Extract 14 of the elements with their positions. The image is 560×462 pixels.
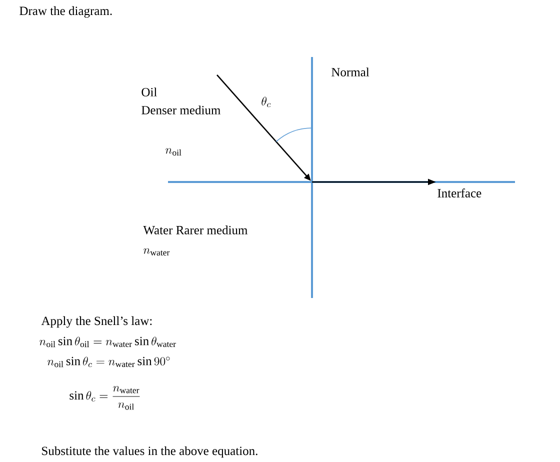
medium-label: Water Rarer medium	[143, 226, 248, 234]
medium-label: Oil	[142, 88, 157, 96]
instruction-text: Draw the diagram.	[20, 6, 112, 18]
interface-label: Interface	[438, 188, 482, 198]
medium-label: Denser medium	[142, 106, 220, 114]
angle-label: $\theta_c$	[262, 96, 271, 108]
instruction-text: Substitute the values in the above equation.	[42, 446, 258, 458]
instruction-text: Apply the Snell’s law:	[41, 316, 152, 328]
refractive-index-label: $n_{\mathrm{oil}}$	[166, 148, 182, 156]
equation: $n_{\mathrm{oil}}\sin\theta_c = n_{\mathrm{water}}\sin 90^\circ$	[48, 356, 170, 368]
normal-label: Normal	[332, 68, 370, 76]
equation: $\sin\theta_c = \frac{n_{\mathrm{water}}}{n_{\mathrm{oil}}}$	[70, 386, 140, 410]
refractive-index-label: $n_{\mathrm{water}}$	[144, 248, 170, 256]
equation: $n_{\mathrm{oil}}\sin\theta_{\mathrm{oil}} = n_{\mathrm{water}}\sin\theta_{\mathrm{water}}$	[40, 336, 176, 348]
